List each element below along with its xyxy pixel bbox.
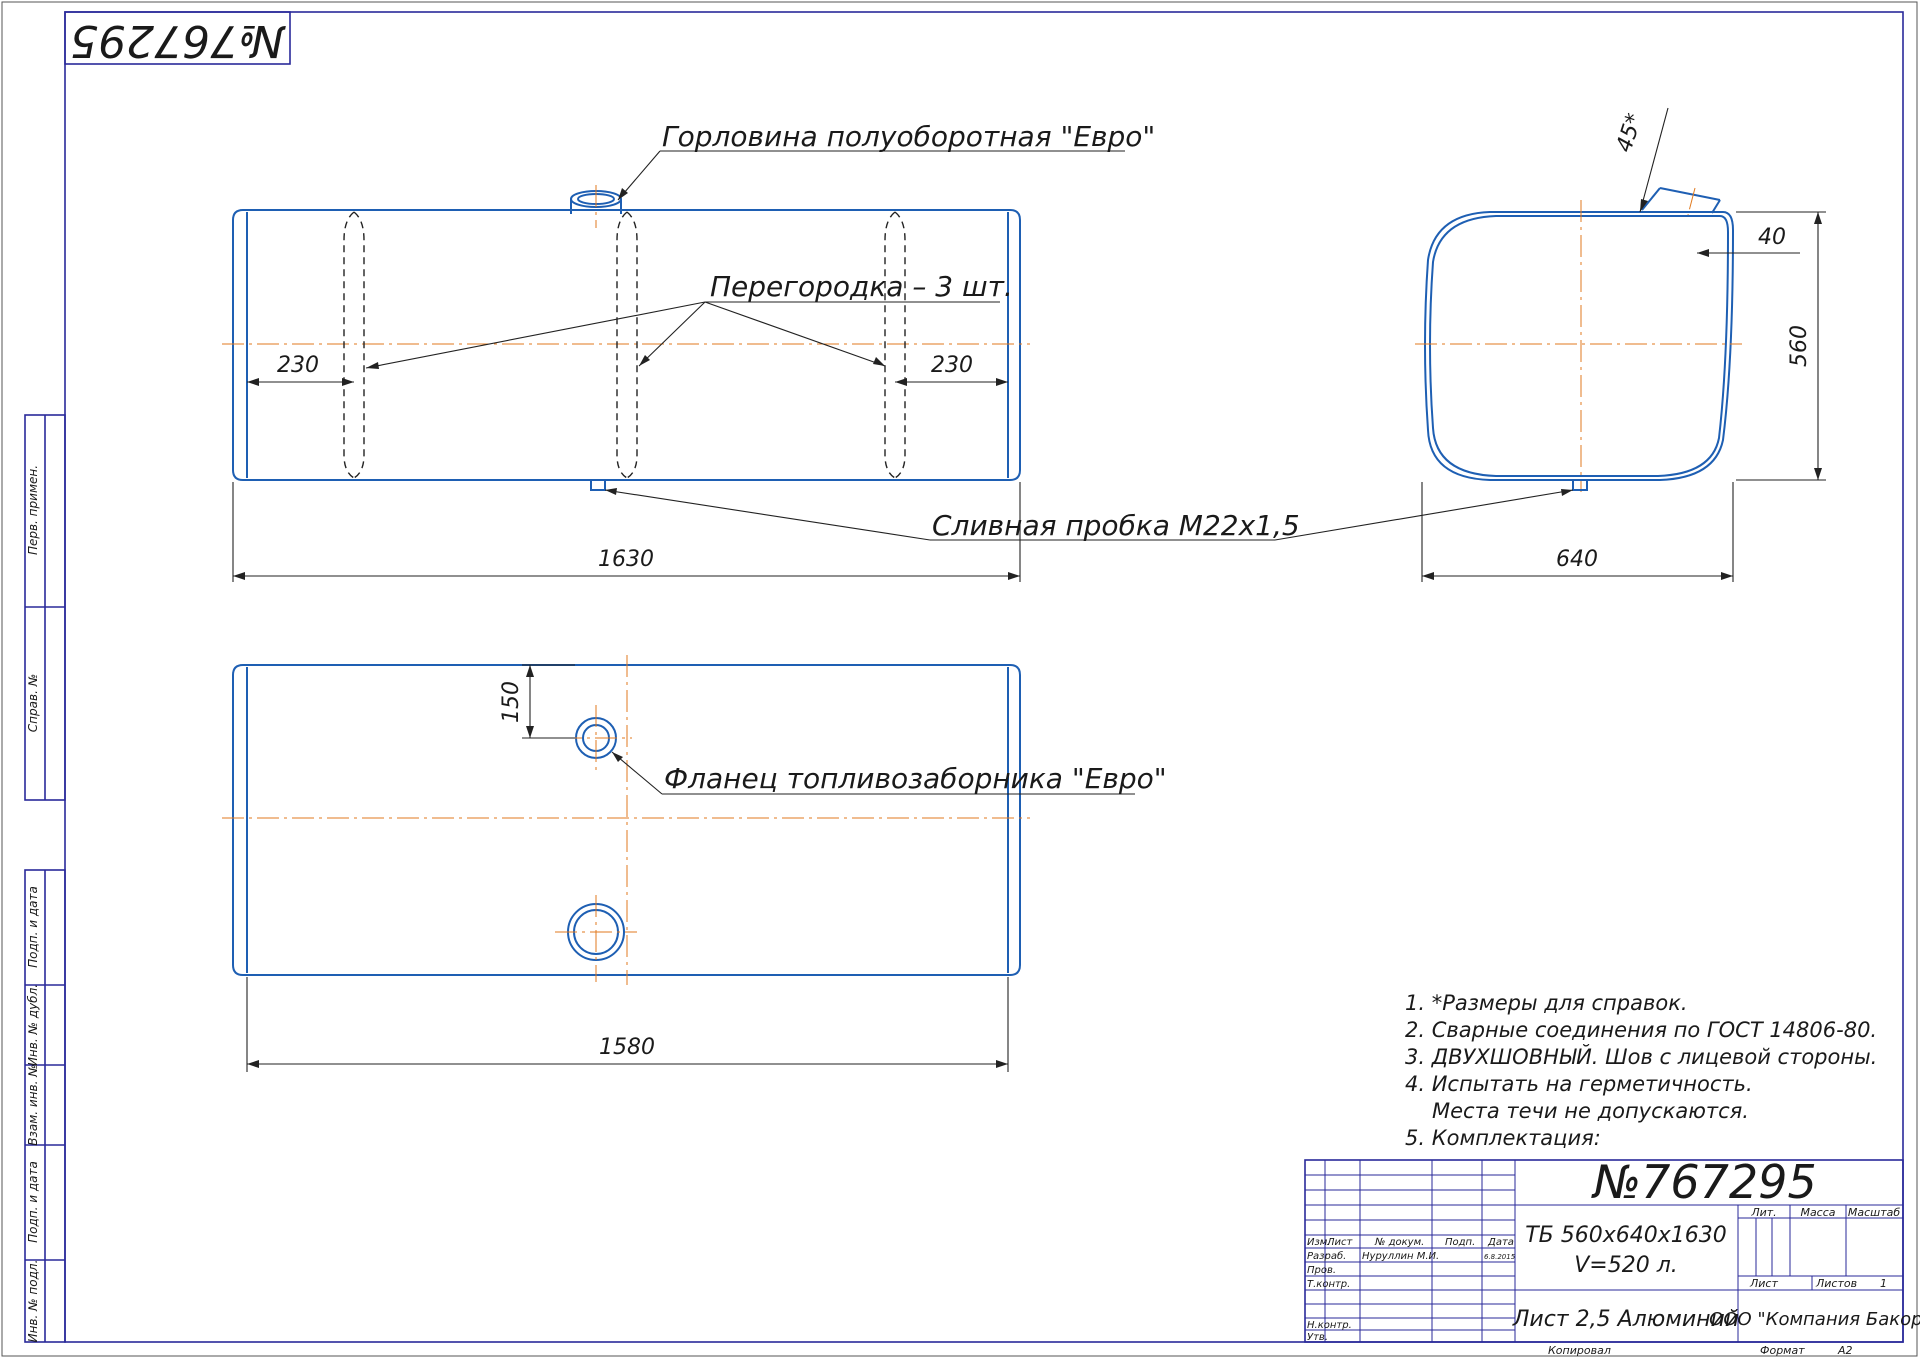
title-dev-date: 6.8.2015 bbox=[1484, 1253, 1516, 1261]
dim-flange-offset: 150 bbox=[499, 681, 524, 723]
baffle-left bbox=[353, 211, 365, 479]
note-line: 2. Сварные соединения по ГОСТ 14806-80. bbox=[1405, 1018, 1877, 1042]
dim-neck-angle: 45* bbox=[1612, 111, 1648, 156]
title-name-line2: V=520 л. bbox=[1574, 1253, 1678, 1278]
title-sheets: Листов bbox=[1815, 1277, 1857, 1290]
side-stamp: Перв. примен. Справ. № Подп. и дата Инв.… bbox=[24, 414, 66, 1343]
title-scale: Масштаб bbox=[1848, 1206, 1900, 1219]
dim-width: 640 bbox=[1556, 547, 1598, 572]
top-stamp-number: №767295 bbox=[70, 15, 287, 66]
note-line: Места течи не допускаются. bbox=[1432, 1099, 1749, 1123]
title-row-ncontrol: Н.контр. bbox=[1307, 1320, 1352, 1331]
title-row-check: Пров. bbox=[1307, 1265, 1336, 1276]
title-col-doc: № докум. bbox=[1374, 1237, 1424, 1248]
baffle-right bbox=[894, 211, 906, 479]
side-stamp-label: Взам. инв. № bbox=[26, 1064, 40, 1145]
baffle-middle bbox=[626, 211, 638, 479]
dim-neck-offset: 40 bbox=[1758, 225, 1786, 250]
drain-plug-label: Сливная пробка М22х1,5 bbox=[932, 509, 1300, 542]
side-stamp-label: Инв. № дубл. bbox=[26, 984, 40, 1066]
side-view: 45* 40 560 640 bbox=[1415, 107, 1826, 582]
title-format-value: А2 bbox=[1837, 1344, 1853, 1357]
title-mass: Масса bbox=[1800, 1206, 1835, 1219]
side-stamp-label: Подп. и дата bbox=[26, 1161, 40, 1243]
fuel-flange-label: Фланец топливозаборника "Евро" bbox=[664, 762, 1167, 795]
dim-body-length: 1580 bbox=[599, 1035, 655, 1060]
note-line: 4. Испытать на герметичность. bbox=[1405, 1072, 1753, 1096]
title-col-sign: Подп. bbox=[1445, 1237, 1475, 1248]
title-number: №767295 bbox=[1590, 1155, 1816, 1209]
front-view: Горловина полуоборотная "Евро" Перегород… bbox=[222, 120, 1155, 582]
dim-baffle-left: 230 bbox=[277, 353, 319, 378]
top-view: 150 Фланец топливозаборника "Евро" 1580 bbox=[222, 655, 1167, 1072]
title-lit: Лит. bbox=[1750, 1206, 1776, 1219]
drain-plug-side bbox=[1572, 479, 1588, 491]
top-stamp-box bbox=[64, 11, 291, 65]
title-material: Лист 2,5 Алюминий bbox=[1512, 1307, 1739, 1332]
title-company: ООО "Компания Бакор" bbox=[1709, 1309, 1920, 1330]
title-row-dev: Разраб. bbox=[1307, 1250, 1346, 1262]
title-col-date: Дата bbox=[1487, 1237, 1514, 1248]
dim-total-length: 1630 bbox=[598, 547, 654, 572]
side-stamp-label: Инв. № подл. bbox=[26, 1260, 40, 1343]
note-line: 5. Комплектация: bbox=[1405, 1126, 1601, 1150]
title-row-approve: Утв. bbox=[1307, 1332, 1328, 1343]
title-row-tcontrol: Т.контр. bbox=[1307, 1279, 1350, 1290]
title-copied: Копировал bbox=[1548, 1344, 1611, 1357]
note-line: 1. *Размеры для справок. bbox=[1405, 991, 1688, 1015]
title-col-izm: Изм. bbox=[1307, 1237, 1331, 1248]
note-line: 3. ДВУХШОВНЫЙ. Шов с лицевой стороны. bbox=[1405, 1044, 1877, 1069]
title-sheets-count: 1 bbox=[1880, 1277, 1887, 1290]
tank-body-top bbox=[232, 664, 1021, 976]
drain-plug-callout: Сливная пробка М22х1,5 bbox=[604, 488, 1574, 542]
dim-height: 560 bbox=[1787, 325, 1812, 367]
filler-neck-label: Горловина полуоборотная "Евро" bbox=[662, 120, 1155, 153]
title-dev-name: Нуруллин М.И. bbox=[1362, 1251, 1439, 1262]
drain-plug-front bbox=[590, 479, 606, 491]
title-block: №767295 ТБ 560х640х1630 V=520 л. Лист 2,… bbox=[1304, 1155, 1920, 1357]
dim-baffle-right: 230 bbox=[931, 353, 973, 378]
title-name-line1: ТБ 560х640х1630 bbox=[1525, 1223, 1727, 1248]
tank-body-side bbox=[1424, 211, 1735, 481]
side-stamp-label: Подп. и дата bbox=[26, 886, 40, 968]
side-stamp-label: Перв. примен. bbox=[26, 465, 40, 555]
tank-body-front bbox=[232, 209, 1021, 481]
technical-notes: 1. *Размеры для справок. 2. Сварные соед… bbox=[1405, 991, 1877, 1150]
title-col-list: Лист bbox=[1326, 1237, 1354, 1248]
baffle-label: Перегородка – 3 шт. bbox=[710, 270, 1013, 303]
title-sheet: Лист bbox=[1749, 1277, 1778, 1290]
side-stamp-label: Справ. № bbox=[26, 674, 40, 732]
title-format-label: Формат bbox=[1760, 1344, 1805, 1357]
